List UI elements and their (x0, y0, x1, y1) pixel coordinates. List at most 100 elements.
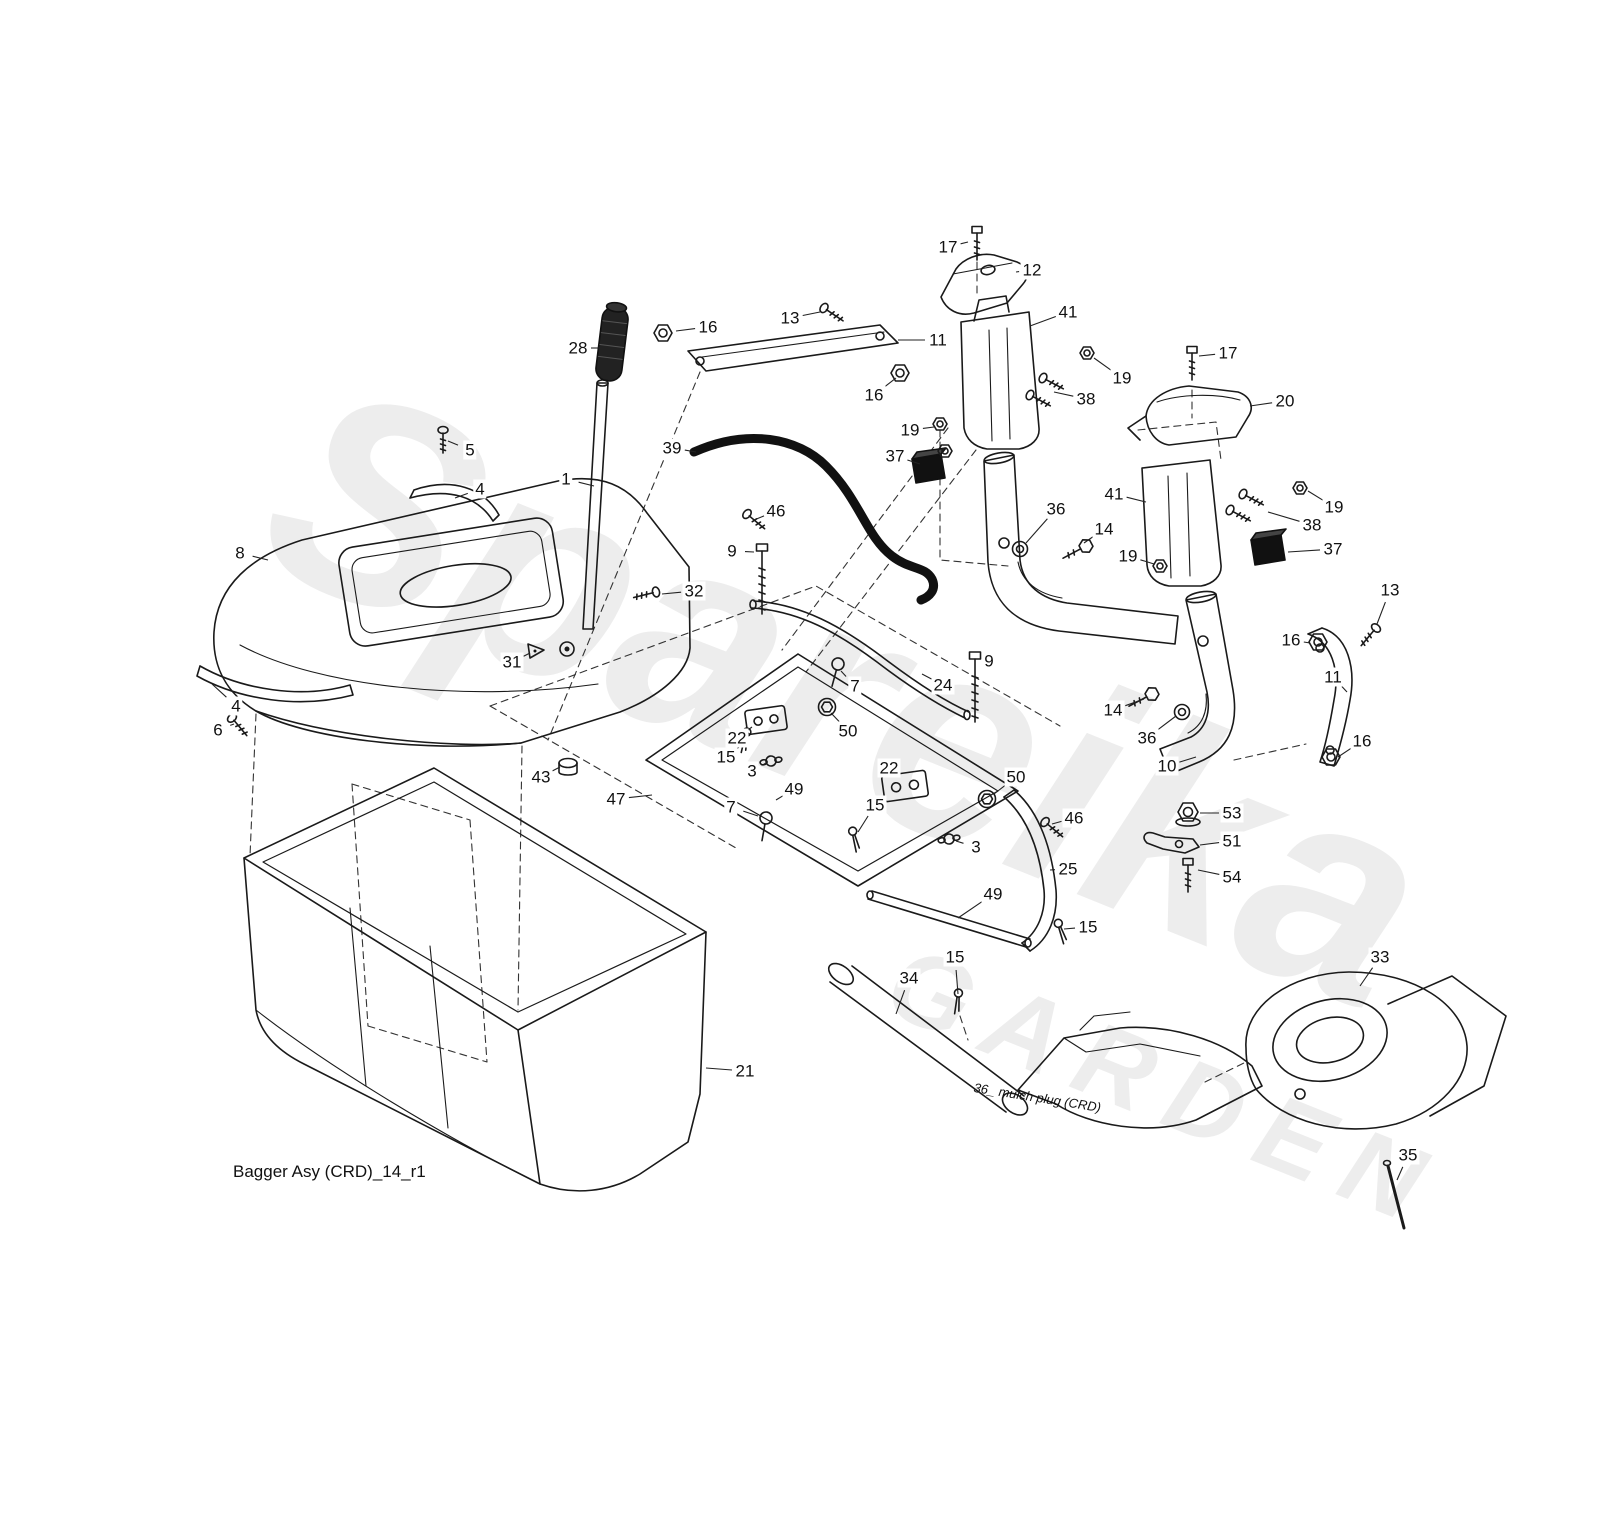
leader-line-16 (1337, 747, 1352, 758)
callout-49: 49 (782, 779, 806, 799)
callout-4: 4 (473, 479, 487, 499)
callout-8: 8 (233, 543, 247, 563)
leader-line-31 (523, 652, 531, 657)
callout-15: 15 (1076, 917, 1100, 937)
leader-line-37 (1287, 549, 1321, 553)
part-33-mulch-plug (1245, 971, 1507, 1130)
callout-38: 38 (1300, 515, 1324, 535)
callout-17: 17 (936, 237, 960, 257)
callout-11: 11 (927, 330, 949, 350)
callout-10: 10 (1155, 756, 1179, 776)
leader-line-20 (1249, 402, 1273, 407)
callout-46: 46 (764, 501, 788, 521)
leader-line-17 (1198, 353, 1216, 357)
part-41-adjuster-bracket-right (1141, 459, 1222, 587)
leader-line-15 (955, 969, 959, 995)
callout-16: 16 (862, 385, 886, 405)
leader-line-41 (1029, 315, 1056, 327)
leader-line-16 (883, 377, 897, 388)
leader-line-49 (957, 900, 983, 919)
leader-line-6 (230, 723, 235, 726)
callout-9: 9 (982, 651, 996, 671)
callout-1: 1 (559, 469, 573, 489)
part-49-bag-rod (866, 890, 1032, 948)
callout-7: 7 (848, 676, 862, 696)
leader-line-51 (1199, 842, 1220, 846)
callout-19: 19 (898, 420, 922, 440)
callout-22: 22 (877, 758, 901, 778)
callout-16: 16 (696, 317, 720, 337)
construction-lines (249, 261, 1307, 1083)
callout-33: 33 (1368, 947, 1392, 967)
callout-41: 41 (1056, 302, 1080, 322)
leader-line-33 (1359, 967, 1374, 987)
callout-25: 25 (1056, 859, 1080, 879)
callout-22: 22 (725, 728, 749, 748)
callout-39: 39 (660, 438, 684, 458)
diagram-caption: Bagger Asy (CRD)_14_r1 (233, 1162, 426, 1181)
leader-line-1 (578, 481, 595, 487)
callout-12: 12 (1020, 260, 1044, 280)
leader-line-8 (252, 555, 269, 561)
callout-15: 15 (714, 747, 738, 767)
leader-line-19 (1140, 559, 1155, 565)
leader-line-17 (960, 241, 969, 245)
leader-line-19 (1307, 490, 1324, 501)
callout-28: 28 (566, 338, 590, 358)
part-8-bagger-lid (213, 477, 691, 747)
leader-line-16 (675, 328, 696, 332)
leader-line-50 (830, 712, 840, 722)
leader-line-19 (922, 426, 935, 429)
callout-3: 3 (745, 761, 759, 781)
leader-line-4 (454, 492, 468, 499)
leader-line-3 (955, 840, 964, 844)
callout-20: 20 (1273, 391, 1297, 411)
leader-line-15 (857, 815, 869, 833)
callout-3: 3 (969, 837, 983, 857)
callout-14: 14 (1101, 700, 1125, 720)
part-22-latch-clip-left (744, 704, 788, 736)
callout-54: 54 (1220, 867, 1244, 887)
callout-13: 13 (778, 308, 802, 328)
leader-line-16 (1303, 641, 1311, 644)
leader-line-41 (1126, 496, 1147, 503)
leader-line-46 (1051, 820, 1062, 825)
part-37-bumper-right (1250, 528, 1287, 566)
leader-line-4 (211, 683, 227, 698)
leader-line-32 (661, 591, 682, 595)
callout-7: 7 (724, 797, 738, 817)
leader-line-49 (775, 795, 784, 801)
callout-43: 43 (529, 767, 553, 787)
leader-line-11 (1341, 686, 1348, 693)
callout-19: 19 (1110, 368, 1134, 388)
callout-34: 34 (897, 968, 921, 988)
leader-line-14 (1083, 536, 1094, 544)
callout-31: 31 (500, 652, 524, 672)
callout-51: 51 (1220, 831, 1244, 851)
leader-line-47 (628, 794, 653, 799)
callout-15: 15 (943, 947, 967, 967)
part-39-tube (689, 433, 939, 605)
leader-line-46 (753, 515, 765, 521)
callout-35: 35 (1396, 1145, 1420, 1165)
part-22-latch-clip-right (880, 769, 930, 803)
leader-line-21 (705, 1067, 733, 1071)
part-chute-body (1017, 1011, 1263, 1129)
part-35-pin (1382, 1159, 1406, 1230)
callout-4: 4 (229, 696, 243, 716)
part-arm-front (983, 451, 1179, 645)
leader-line-36 (1025, 518, 1048, 544)
leader-line-14 (1125, 698, 1145, 707)
callout-47: 47 (604, 789, 628, 809)
leader-line-3 (763, 762, 767, 766)
callout-37: 37 (883, 446, 907, 466)
callout-46: 46 (1062, 808, 1086, 828)
callout-37: 37 (1321, 539, 1345, 559)
leader-line-7 (840, 670, 847, 677)
callout-21: 21 (733, 1061, 757, 1081)
leader-line-24 (921, 673, 932, 680)
leader-line-35 (1396, 1166, 1404, 1181)
callout-24: 24 (931, 675, 955, 695)
leader-line-50 (993, 784, 1007, 795)
